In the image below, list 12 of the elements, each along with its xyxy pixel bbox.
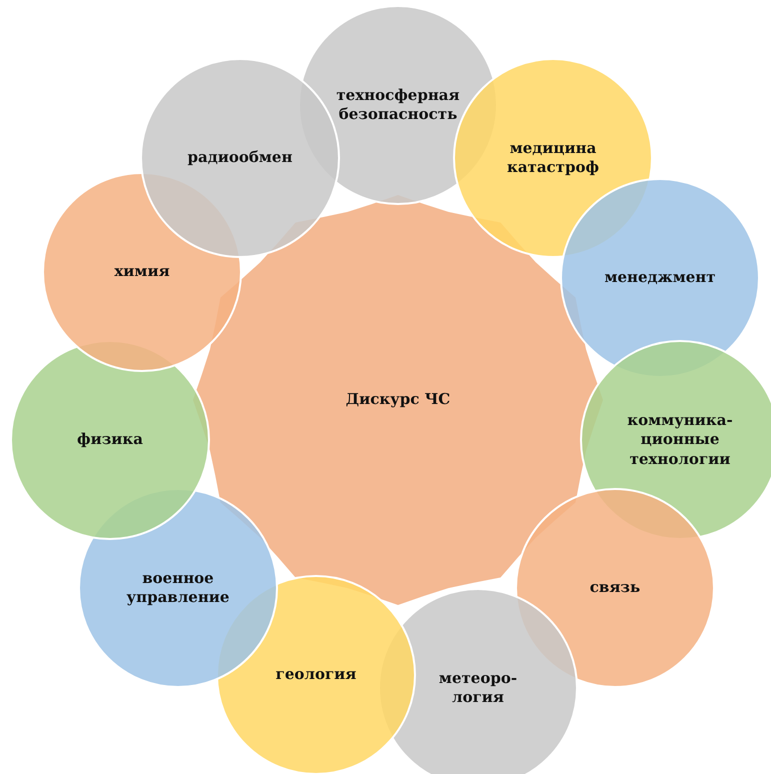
node-label: радиообмен	[186, 148, 294, 168]
node-label: геология	[274, 665, 358, 685]
node-label: связь	[588, 578, 642, 598]
node-label: коммуника- ционные технологии	[626, 410, 734, 470]
node-label: менеджмент	[603, 268, 717, 288]
node-label: медицина катастроф	[506, 138, 600, 178]
node-label: метеоро- логия	[438, 668, 518, 708]
node-label: химия	[113, 262, 171, 282]
node-label: военное управление	[126, 568, 230, 608]
node-label: физика	[76, 430, 144, 450]
node-label: Дискурс ЧС	[344, 390, 452, 410]
node-label: техносферная безопасность	[335, 86, 461, 124]
